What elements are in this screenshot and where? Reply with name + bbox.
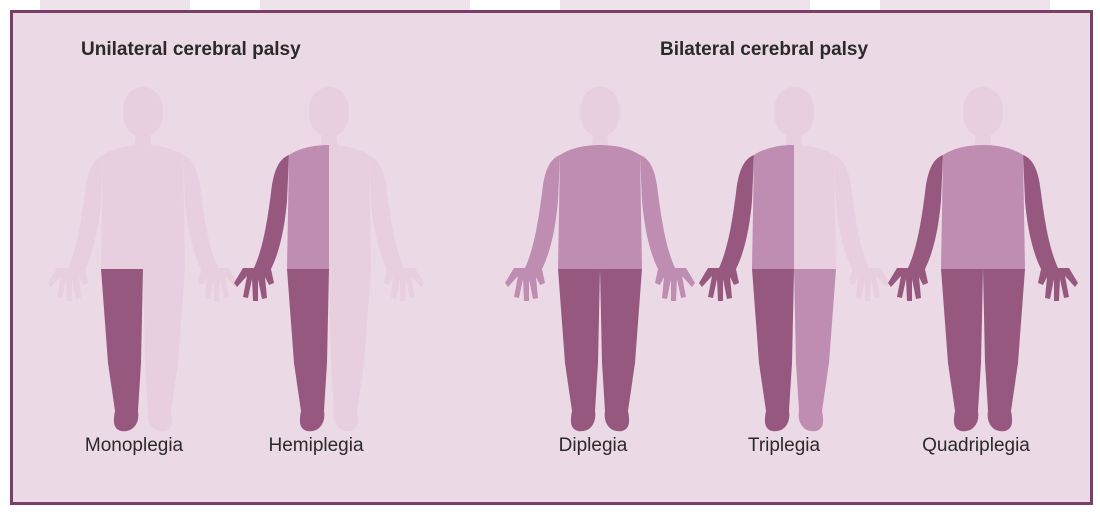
right-arm-part [1023,155,1078,301]
group-heading-bilateral: Bilateral cerebral palsy [660,39,868,61]
head-part [580,87,620,137]
right-leg-part [794,269,836,431]
right-leg-part [329,269,371,431]
head-part [963,87,1003,137]
right-arm-part [369,155,424,301]
watermark-strip [40,0,190,10]
torso-part [101,145,185,269]
head-part [774,87,814,137]
left-arm-part [48,155,103,301]
torso-part [558,145,642,269]
watermark-strip [260,0,470,10]
diagram-panel: Unilateral cerebral palsy Bilateral cere… [10,10,1093,505]
left-arm-part [888,155,943,301]
right-leg-part [600,269,642,431]
left-arm-part [699,155,754,301]
figure-label-monoplegia: Monoplegia [85,435,183,457]
left-leg-part [558,269,600,431]
right-leg-part [983,269,1025,431]
watermark-strip [560,0,810,10]
figure-label-diplegia: Diplegia [559,435,628,457]
left-leg-part [101,269,143,431]
left-leg-part [941,269,983,431]
group-heading-unilateral: Unilateral cerebral palsy [81,39,301,61]
watermark-strip [880,0,1050,10]
head-part [123,87,163,137]
torso-part [941,145,1025,269]
body-figure-monoplegia [43,73,243,438]
right-leg-part [143,269,185,431]
right-arm-part [834,155,889,301]
figure-label-hemiplegia: Hemiplegia [268,435,363,457]
right-arm-part [640,155,695,301]
left-arm-part [505,155,560,301]
left-leg-part [287,269,329,431]
body-figure-triplegia [694,73,894,438]
body-figure-diplegia [500,73,700,438]
head-part [309,87,349,137]
figure-label-quadriplegia: Quadriplegia [922,435,1030,457]
left-arm-part [234,155,289,301]
figure-label-triplegia: Triplegia [748,435,820,457]
body-figure-quadriplegia [883,73,1083,438]
body-figure-hemiplegia [229,73,429,438]
left-leg-part [752,269,794,431]
